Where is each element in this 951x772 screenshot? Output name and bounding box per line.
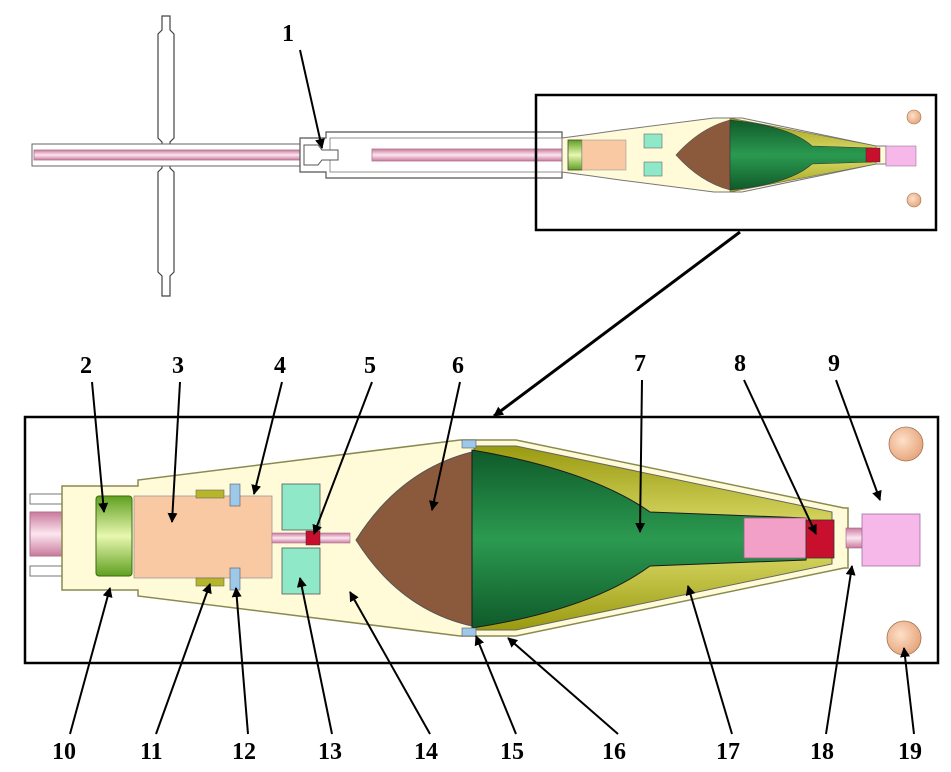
leader-8 [743,379,817,535]
mini-cyan-1 [643,133,663,149]
label-18: 18 [810,739,834,765]
label-7: 7 [634,351,646,377]
label-11: 11 [140,739,163,765]
leader-19 [900,647,915,735]
label-2: 2 [80,353,92,379]
mini-disc-bottom [906,192,922,208]
label-1: 1 [282,21,294,47]
blue-ring-bottom [229,567,241,591]
motor-rod [371,148,563,162]
label-16: 16 [602,739,626,765]
leader-7 [635,379,646,533]
join-ring-bottom [461,627,477,637]
zoom-arrow [493,230,741,418]
mini-red [865,147,881,163]
blue-ring-top [229,483,241,507]
leader-4 [251,381,283,495]
leader-9 [835,379,882,501]
label-13: 13 [318,739,342,765]
mini-cyan-2 [643,161,663,177]
label-19: 19 [898,739,922,765]
label-9: 9 [828,351,840,377]
label-14: 14 [414,739,438,765]
tail-rod [33,149,301,161]
label-17: 17 [716,739,740,765]
leader-2 [91,381,109,513]
detail-drawing [23,415,940,665]
leader-6 [429,381,461,511]
mini-ring [567,139,583,171]
label-10: 10 [52,739,76,765]
green-ring [95,495,133,577]
overview-drawing [31,15,938,297]
leader-lines [69,379,915,735]
green-liner [471,449,807,629]
mini-charge [581,139,627,171]
label-4: 4 [274,353,286,379]
leader-17 [685,585,733,735]
pink-tip [861,513,921,567]
leader-18 [825,565,856,735]
label-5: 5 [364,353,376,379]
leader-11 [155,583,212,735]
leader-16 [507,637,619,735]
mini-tip [885,145,917,167]
olive-bit-top [195,489,225,499]
tip-rod [845,527,863,549]
detonator-red [305,530,321,546]
leader-1 [299,49,325,149]
mini-disc-top [906,109,922,125]
label-15: 15 [500,739,524,765]
charge-block [133,495,273,579]
cyan-block-top [281,483,321,531]
zoom-frame-small [534,93,938,232]
leader-14 [349,591,431,735]
leader-3 [167,381,181,523]
leader-15 [474,635,517,735]
leader-10 [69,587,113,735]
disc-top [888,426,924,462]
leader-12 [231,587,249,735]
label-12: 12 [232,739,256,765]
red-booster [805,519,835,559]
leader-13 [296,577,333,735]
label-3: 3 [172,353,184,379]
detail-frame [23,415,940,665]
pink-fuse [743,517,807,559]
join-ring-top [461,439,477,449]
label-6: 6 [452,353,464,379]
leader-5 [312,381,373,535]
label-8: 8 [734,351,746,377]
